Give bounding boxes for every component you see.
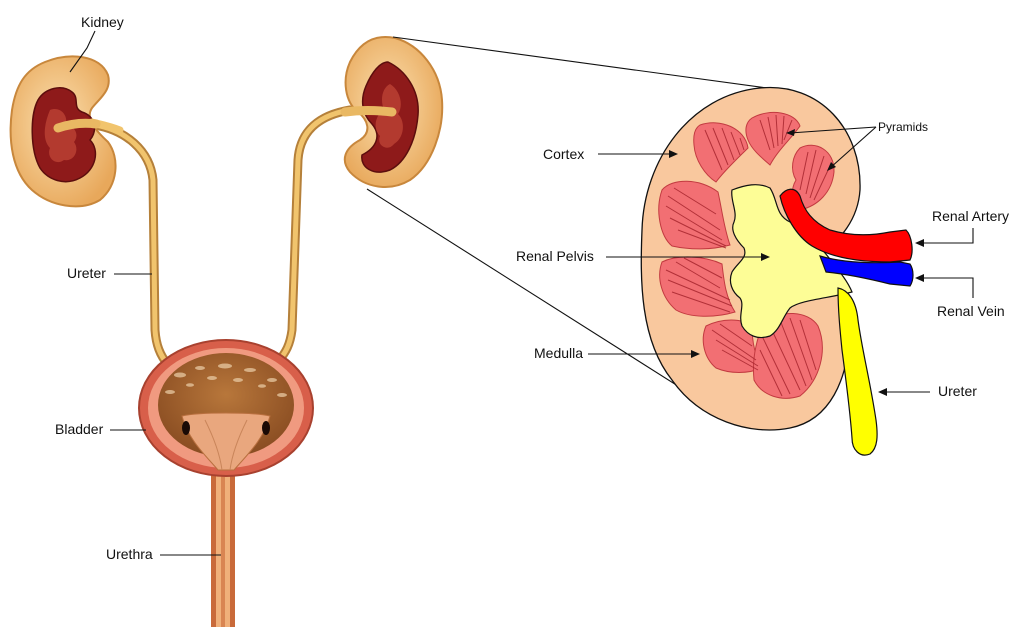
arrow-cortex (669, 150, 678, 158)
arrow-medulla (691, 350, 700, 358)
label-renal-vein: Renal Vein (937, 303, 1005, 319)
label-bladder: Bladder (55, 421, 104, 437)
kidney-cross-section (640, 86, 914, 456)
renal-vein (819, 255, 914, 287)
label-ureter: Ureter (67, 265, 106, 281)
pyramid-striations (665, 114, 831, 397)
urethra (211, 470, 235, 627)
label-cortex: Cortex (543, 146, 584, 162)
arrow-renal-pelvis (761, 253, 770, 261)
arrow-pyramids-2 (827, 162, 836, 171)
arrow-renal-vein (915, 274, 924, 282)
leader-renal-artery (922, 228, 974, 244)
bladder (138, 339, 314, 477)
label-kidney: Kidney (81, 14, 124, 30)
arrow-pyramids-1 (786, 129, 795, 136)
left-kidney (9, 55, 124, 208)
zoom-lines (366, 36, 768, 401)
arrow-ureter-right (878, 388, 887, 396)
arrow-renal-artery (915, 239, 924, 247)
right-ureter-tube (273, 105, 355, 367)
label-urethra: Urethra (106, 546, 153, 562)
label-pyramids: Pyramids (878, 120, 928, 134)
renal-artery (779, 188, 913, 263)
left-annotations: Kidney Ureter Bladder Urethra (55, 14, 221, 562)
right-ureter (837, 287, 878, 456)
leader-pyramids-1 (789, 126, 877, 134)
leader-kidney (69, 30, 96, 73)
right-annotations: Pyramids Cortex Renal Pelvis Medulla Ren… (516, 120, 1009, 399)
label-renal-pelvis: Renal Pelvis (516, 248, 594, 264)
label-medulla: Medulla (534, 345, 583, 361)
label-renal-artery: Renal Artery (932, 208, 1009, 224)
right-kidney (340, 36, 444, 188)
leader-renal-vein (922, 277, 974, 298)
label-ureter-right: Ureter (938, 383, 977, 399)
urinary-tract (9, 36, 444, 627)
leader-pyramids-2 (829, 126, 877, 169)
